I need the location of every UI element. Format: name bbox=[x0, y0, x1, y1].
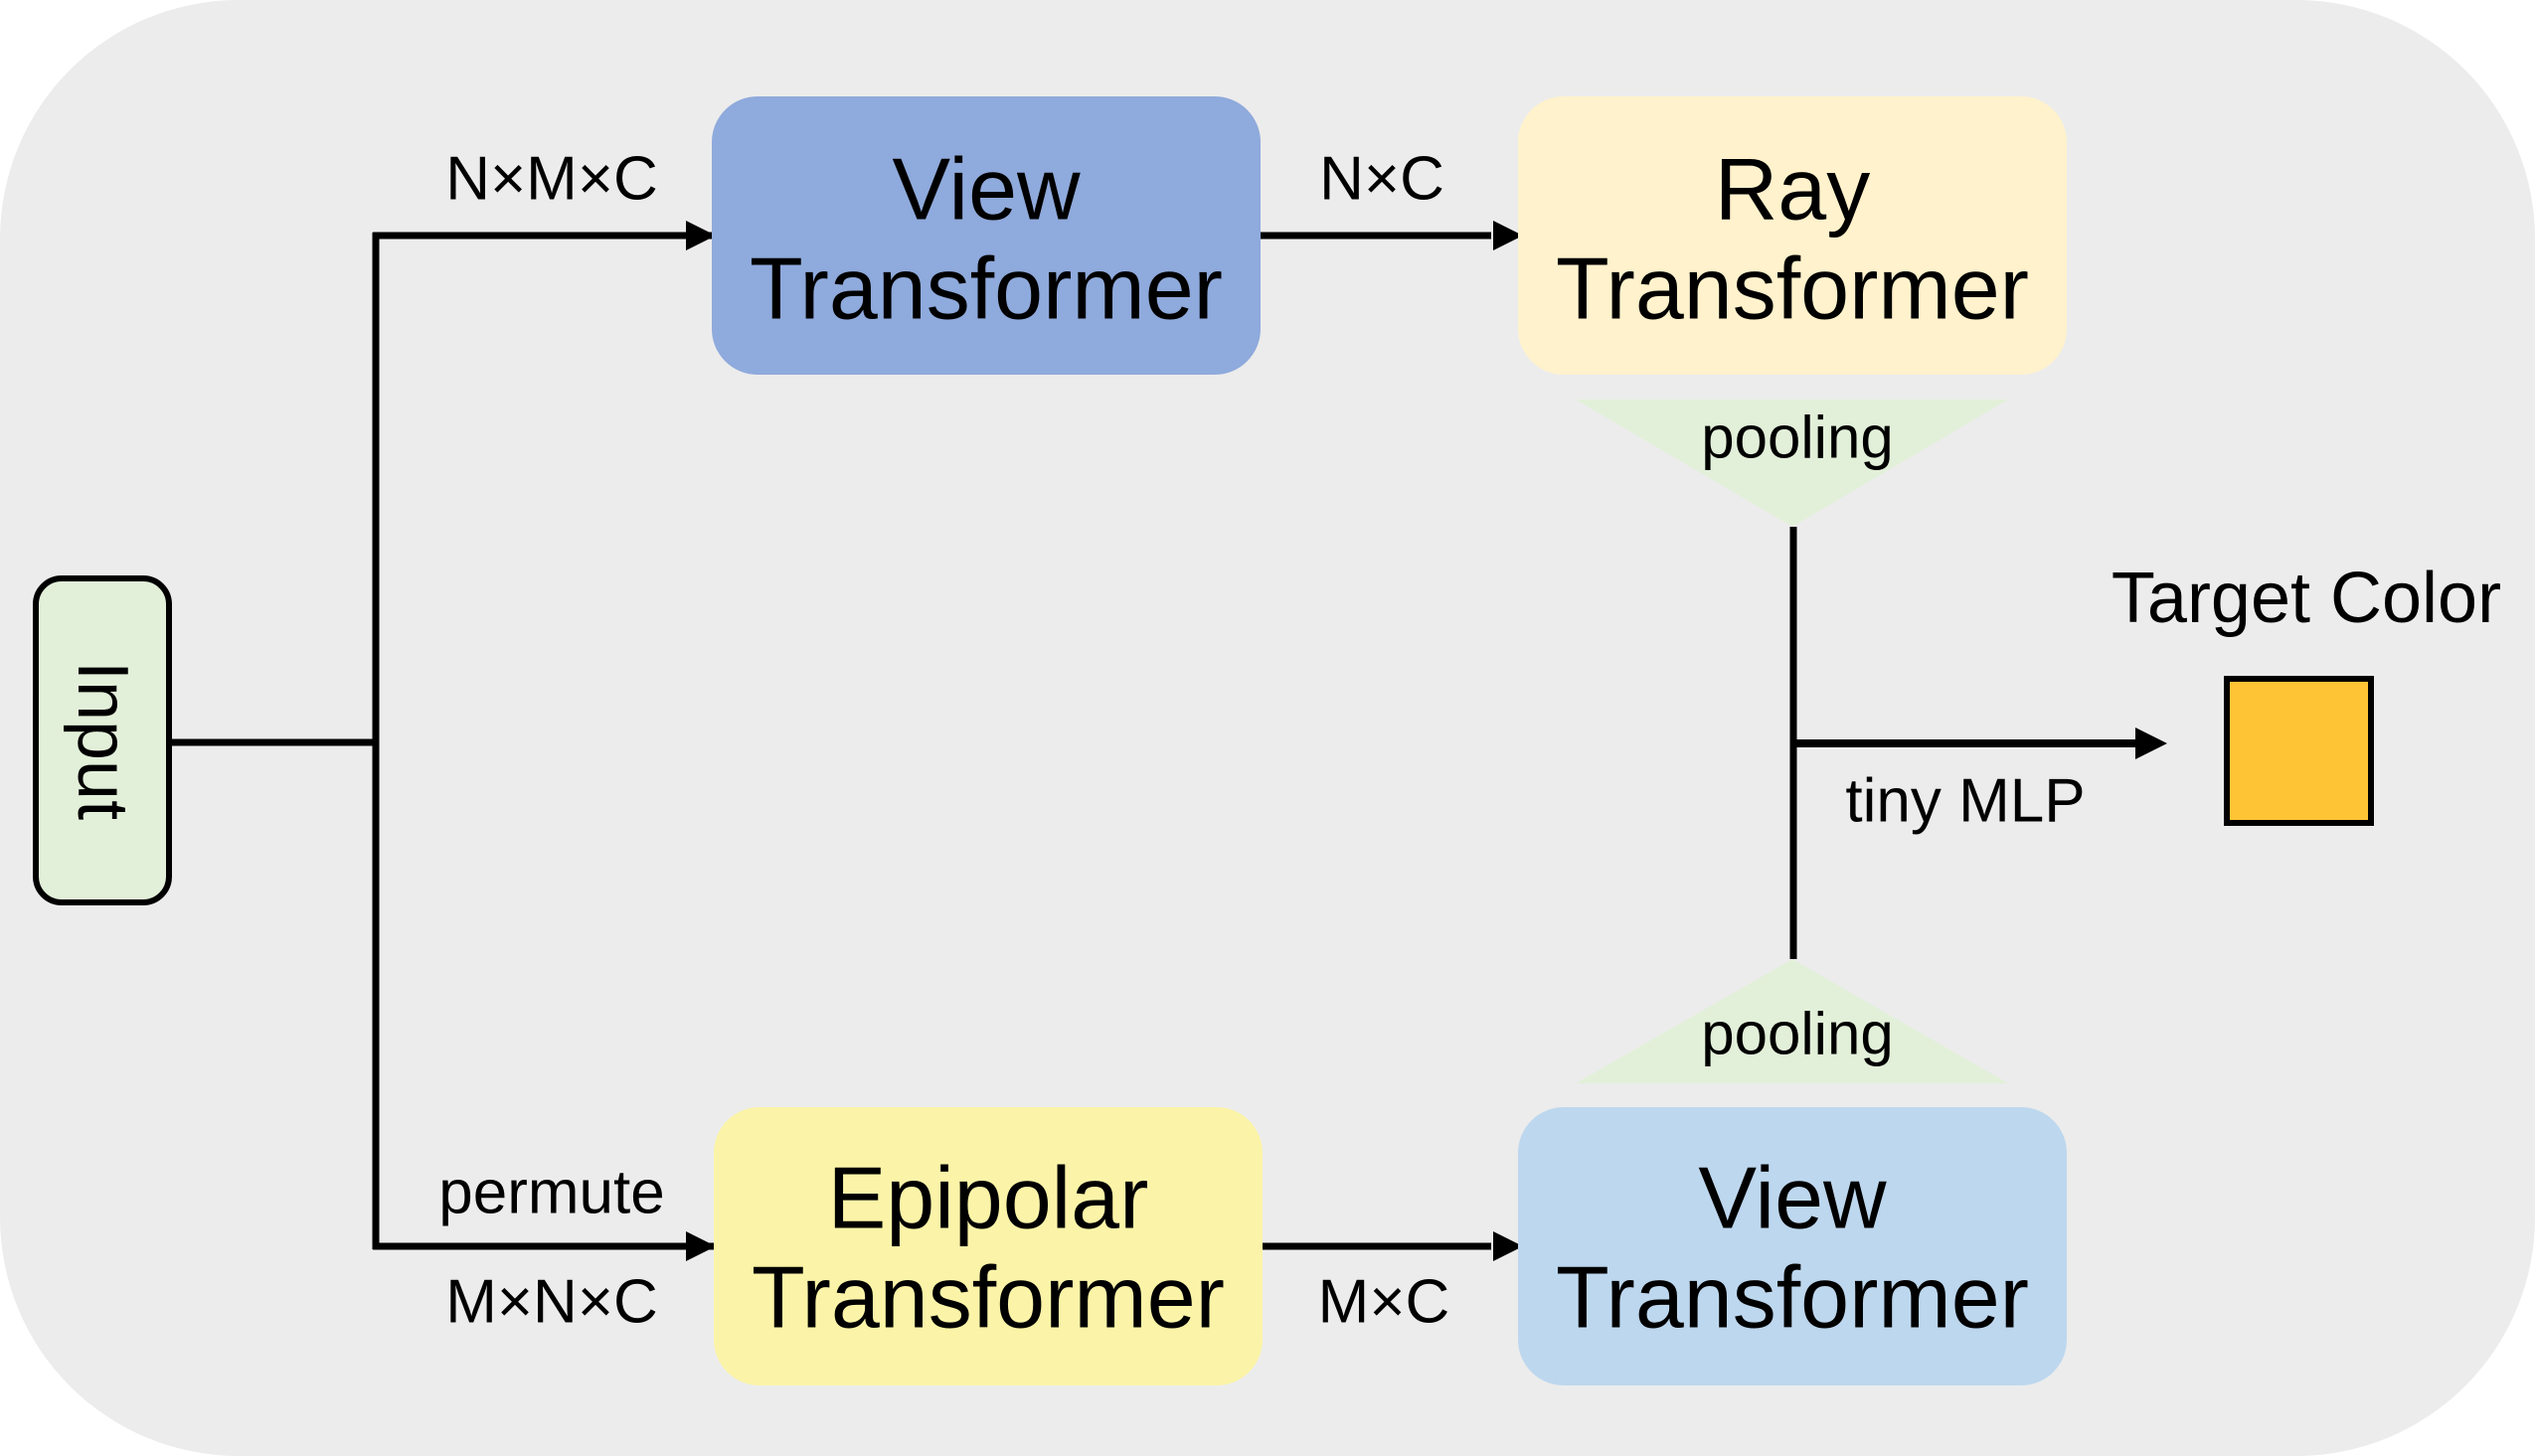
edge-label-nmc: N×M×C bbox=[445, 145, 658, 214]
epipolar-transformer-line1: Epipolar bbox=[828, 1149, 1149, 1247]
view-transformer-top-line2: Transformer bbox=[750, 240, 1223, 338]
input-label: Input bbox=[63, 661, 142, 820]
epipolar-transformer-box[interactable] bbox=[714, 1107, 1263, 1385]
pooling-bottom-shape bbox=[1576, 959, 2008, 1083]
view-transformer-top-box[interactable] bbox=[712, 96, 1261, 375]
tiny-mlp-label: tiny MLP bbox=[1845, 767, 2085, 836]
arrowhead-output bbox=[2135, 728, 2167, 759]
pooling-top-label: pooling bbox=[1701, 404, 1894, 471]
view-transformer-bottom-line1: View bbox=[1698, 1149, 1887, 1247]
target-color-swatch bbox=[2224, 676, 2374, 826]
ray-transformer-box[interactable] bbox=[1518, 96, 2067, 375]
pooling-bottom-label: pooling bbox=[1701, 1001, 1894, 1067]
arrowhead-top-1 bbox=[686, 221, 716, 250]
arrowhead-bottom-1 bbox=[686, 1231, 716, 1261]
ray-transformer-line1: Ray bbox=[1715, 140, 1871, 239]
ray-transformer-line2: Transformer bbox=[1556, 240, 2029, 338]
epipolar-transformer-line2: Transformer bbox=[752, 1248, 1225, 1347]
target-color-label: Target Color bbox=[2112, 559, 2501, 638]
view-transformer-top-line1: View bbox=[892, 140, 1081, 239]
edge-label-permute: permute bbox=[438, 1159, 664, 1227]
pooling-top-shape bbox=[1576, 400, 2008, 527]
arrowhead-bottom-2 bbox=[1493, 1231, 1523, 1261]
edge-label-nc: N×C bbox=[1319, 145, 1444, 214]
view-transformer-bottom-box[interactable] bbox=[1518, 1107, 2067, 1385]
edge-label-mnc: M×N×C bbox=[445, 1268, 658, 1337]
arrowhead-top-2 bbox=[1493, 221, 1523, 250]
edge-label-mc: M×C bbox=[1318, 1268, 1450, 1337]
view-transformer-bottom-line2: Transformer bbox=[1556, 1248, 2029, 1347]
